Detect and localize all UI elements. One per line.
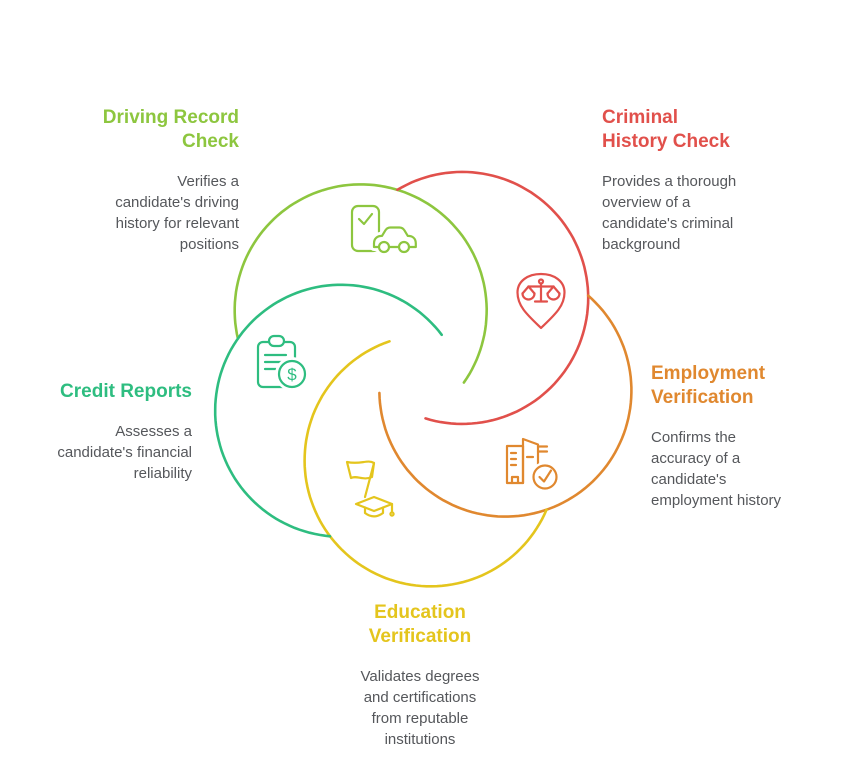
description-credit-reports: Assesses a candidate's financial reliabi…: [57, 423, 192, 482]
clipboard-dollar-icon: $: [256, 334, 309, 391]
crescent-credit-reports: [213, 283, 443, 538]
crescent-criminal-history-check: [396, 170, 590, 426]
license-card-shape: [350, 204, 381, 253]
title-education-verification: Education Verification: [368, 602, 472, 647]
graduation-cap-shape: [354, 495, 395, 518]
check-badge-shape: [530, 462, 560, 492]
flag-graduation-cap-icon: [345, 460, 395, 518]
description-employment-verification: Confirms the accuracy of a candidate's e…: [651, 429, 782, 509]
title-criminal-history-check: Criminal History Check: [602, 107, 730, 152]
label-education-verification: Education Verification Validates degrees…: [310, 601, 530, 750]
description-criminal-history-check: Provides a thorough overview of a candid…: [602, 173, 737, 253]
title-credit-reports: Credit Reports: [60, 381, 192, 402]
label-credit-reports: Credit Reports Assesses a candidate's fi…: [2, 380, 192, 484]
balance-scales-shape: [521, 278, 561, 303]
crescent-employment-verification: [378, 294, 633, 518]
pin-shape: [516, 272, 566, 330]
pennant-flag-shape: [345, 460, 376, 499]
building-check-icon: [505, 437, 560, 492]
description-driving-record-check: Verifies a candidate's driving history f…: [115, 173, 239, 253]
title-employment-verification: Employment Verification: [651, 363, 766, 408]
dollar-sign-glyph: $: [287, 365, 297, 384]
crescent-education-verification: [303, 340, 548, 588]
label-driving-record-check: Driving Record Check Verifies a candidat…: [49, 106, 239, 255]
description-education-verification: Validates degrees and certifications fro…: [360, 668, 480, 748]
dollar-badge-shape: $: [275, 357, 309, 391]
crescent-driving-record-check: [233, 183, 489, 384]
license-check-mark: [357, 212, 374, 226]
license-car-check-icon: [350, 204, 420, 254]
label-employment-verification: Employment Verification Confirms the acc…: [651, 362, 831, 511]
label-criminal-history-check: Criminal History Check Provides a thorou…: [602, 106, 792, 255]
scales-location-pin-icon: [516, 272, 566, 330]
crescent-arcs: [213, 170, 633, 588]
title-driving-record-check: Driving Record Check: [102, 107, 239, 152]
car-shape: [370, 223, 420, 254]
